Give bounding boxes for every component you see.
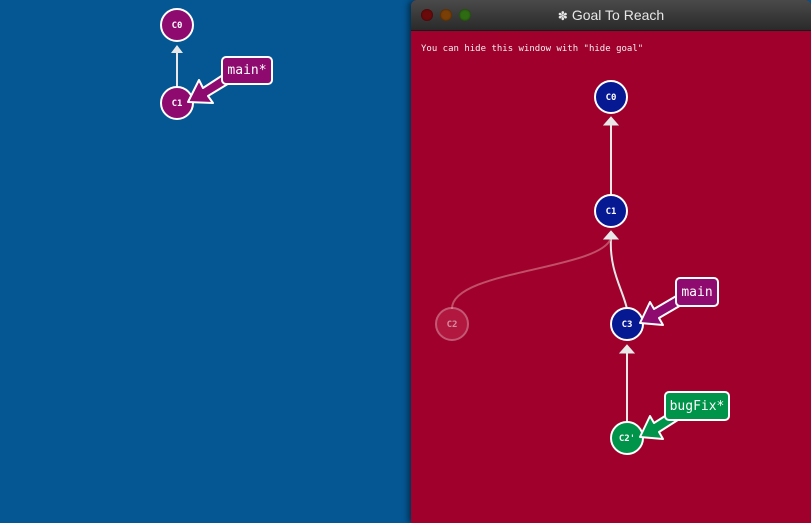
edge-arrow-c1 <box>602 230 620 240</box>
goal-commit-c3[interactable]: C3 <box>610 307 644 341</box>
edge-c3-c1 <box>609 237 628 310</box>
commit-label: C1 <box>172 99 183 109</box>
maximize-icon[interactable] <box>459 9 471 21</box>
branch-label: main <box>681 285 712 300</box>
goal-window[interactable]: ✽Goal To Reach You can hide this window … <box>411 0 811 523</box>
goal-tree-graph: C0 C1 C2 C3 C2' <box>435 80 730 455</box>
commit-label: C1 <box>606 207 617 217</box>
goal-branch-bugfix[interactable]: bugFix* <box>639 391 730 440</box>
edge-c2-c1 <box>450 237 612 310</box>
gear-icon: ✽ <box>557 9 568 23</box>
goal-commit-c0[interactable]: C0 <box>594 80 628 114</box>
branch-label: main* <box>227 63 266 78</box>
commit-c1[interactable]: C1 <box>160 86 194 120</box>
commit-label: C3 <box>622 320 633 330</box>
edge-arrow-c3 <box>618 344 636 354</box>
edge-arrow-c0 <box>171 45 183 53</box>
goal-commit-c1[interactable]: C1 <box>594 194 628 228</box>
commit-label: C2' <box>619 434 635 444</box>
close-icon[interactable] <box>421 9 433 21</box>
commit-label: C2 <box>447 320 458 330</box>
goal-commit-c2-prime[interactable]: C2' <box>610 421 644 455</box>
goal-commit-c2-ghost: C2 <box>435 307 469 341</box>
minimize-icon[interactable] <box>440 9 452 21</box>
hide-goal-hint: You can hide this window with "hide goal… <box>421 44 644 54</box>
branch-label: bugFix* <box>670 399 725 414</box>
commit-label: C0 <box>606 93 617 103</box>
edge-arrow-c0 <box>602 116 620 126</box>
goal-branch-main[interactable]: main <box>639 277 719 326</box>
goal-window-title: ✽Goal To Reach <box>411 0 811 30</box>
goal-titlebar[interactable]: ✽Goal To Reach <box>411 0 811 31</box>
branch-main[interactable]: main* <box>187 56 273 104</box>
commit-c0[interactable]: C0 <box>160 8 194 42</box>
commit-label: C0 <box>172 21 183 31</box>
goal-title-text: Goal To Reach <box>571 7 665 23</box>
